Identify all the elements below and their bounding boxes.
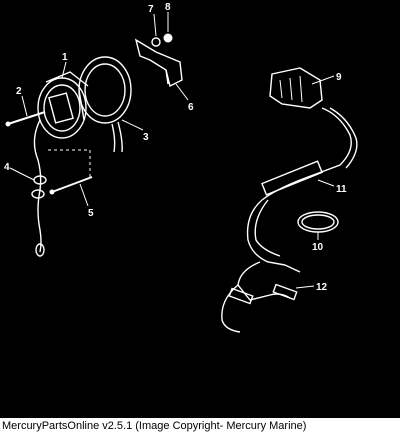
- part-2-screw[interactable]: [5, 95, 46, 127]
- callout-7: 7: [148, 4, 154, 15]
- copyright-caption: MercuryPartsOnline v2.5.1 (Image Copyrig…: [0, 418, 400, 435]
- callout-5: 5: [88, 208, 94, 219]
- part-11-harness[interactable]: [246, 107, 358, 266]
- callout-2: 2: [16, 86, 22, 97]
- part-6-bracket[interactable]: [134, 38, 189, 101]
- part-7-nut[interactable]: [151, 13, 161, 47]
- callout-6: 6: [188, 102, 194, 113]
- callout-12: 12: [316, 282, 328, 293]
- callout-1: 1: [62, 52, 68, 63]
- part-9-terminal-block[interactable]: [269, 67, 335, 109]
- callout-9: 9: [336, 72, 342, 83]
- part-1-gauge-housing[interactable]: [37, 61, 89, 139]
- part-12-connector-leads[interactable]: [221, 261, 315, 333]
- callout-11: 11: [336, 184, 347, 195]
- part-5-screw[interactable]: [48, 149, 93, 207]
- callout-3: 3: [143, 132, 149, 143]
- parts-diagram: 1 2 3 4 5 6 7 8 9 10 11 12: [4, 2, 358, 333]
- part-4-leash[interactable]: [9, 119, 47, 257]
- part-3-gauge-bezel[interactable]: [78, 56, 144, 153]
- callout-10: 10: [312, 242, 324, 253]
- callout-8: 8: [165, 2, 171, 13]
- part-10-cable-strap[interactable]: [297, 211, 339, 240]
- callout-4: 4: [4, 162, 10, 173]
- part-8-washer[interactable]: [163, 12, 173, 43]
